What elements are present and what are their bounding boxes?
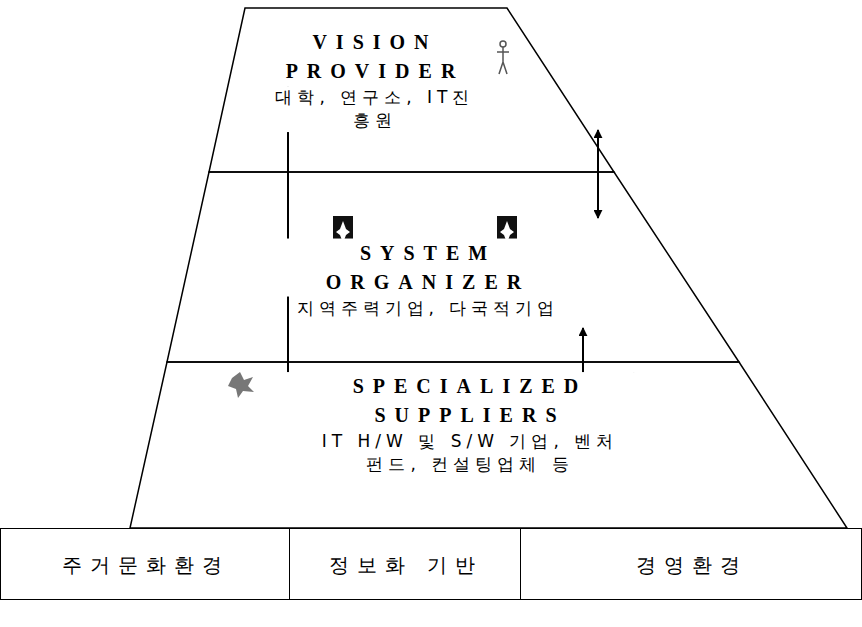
double-arrow — [597, 130, 599, 218]
band: SPECIALIZED SUPPLIERSIT H/W 및 S/W 기업, 벤처… — [130, 362, 847, 528]
band-outline-shape — [167, 172, 739, 362]
text-group: VISION PROVIDER대학, 연구소, IT진흥원 — [268, 28, 483, 132]
text-group: 정보화 기반 — [329, 552, 483, 579]
band-outline-shape — [130, 362, 847, 528]
heading-text: SPECIALIZED SUPPLIERS — [282, 372, 659, 430]
person-icon — [497, 41, 509, 74]
body-text: 대학, 연구소, IT진흥원 — [268, 86, 483, 132]
heading-text: 주거문화환경 — [62, 552, 230, 579]
band-outline-shape — [209, 8, 614, 172]
heading-text: VISION PROVIDER — [275, 28, 475, 86]
band: SYSTEM ORGANIZER지역주력기업, 다국적기업 — [167, 172, 739, 362]
heading-text: SYSTEM ORGANIZER — [273, 239, 584, 297]
body-text: IT H/W 및 S/W 기업, 벤처펀드, 컨설팅업체 등 — [320, 430, 620, 476]
table-cell: 정보화 기반 — [289, 528, 521, 600]
body-text: 지역주력기업, 다국적기업 — [297, 297, 560, 320]
table-cell: 주거문화환경 — [0, 528, 290, 600]
text-group: SYSTEM ORGANIZER지역주력기업, 다국적기업 — [273, 239, 584, 320]
heading-text: 경영환경 — [636, 552, 748, 579]
text-group: 주거문화환경 — [62, 552, 230, 579]
heading-text: 정보화 기반 — [329, 552, 483, 579]
band: VISION PROVIDER대학, 연구소, IT진흥원 — [209, 8, 614, 172]
text-group: 경영환경 — [636, 552, 748, 579]
text-group: SPECIALIZED SUPPLIERSIT H/W 및 S/W 기업, 벤처… — [282, 372, 659, 476]
table-cell: 경영환경 — [520, 528, 862, 600]
